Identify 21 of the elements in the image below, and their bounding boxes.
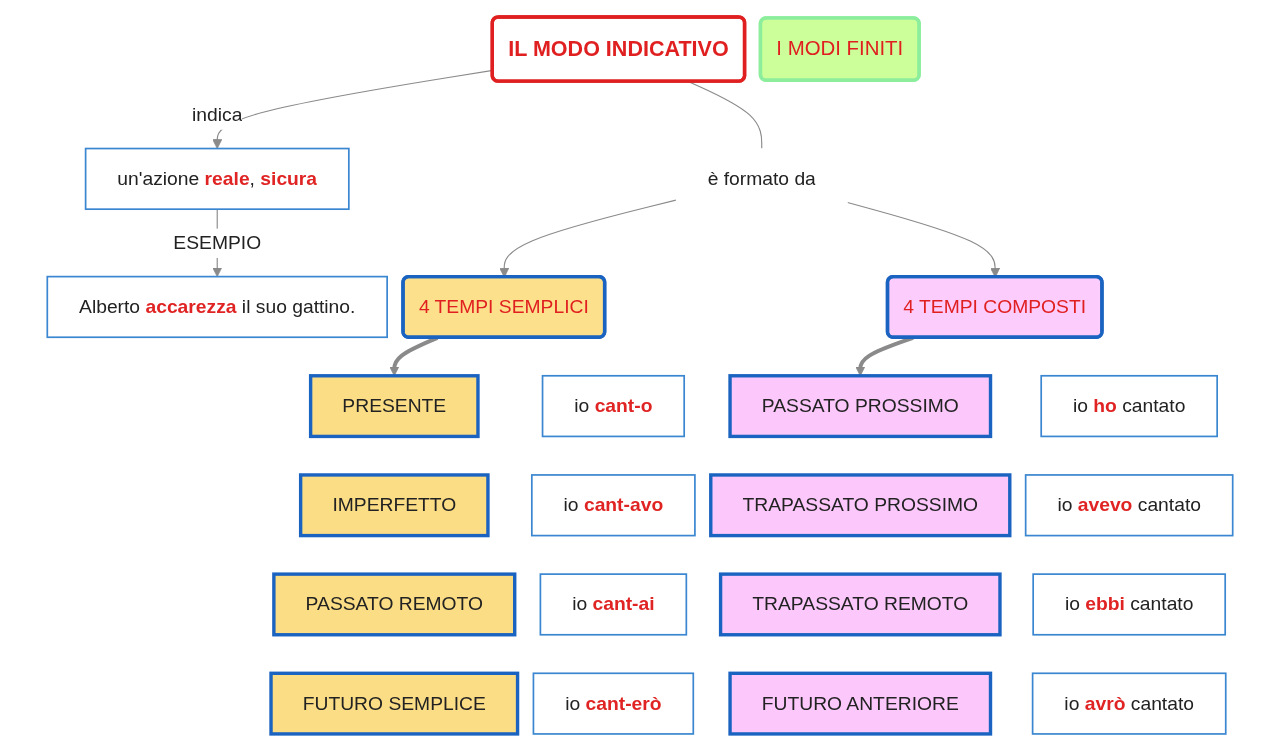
edge-label: ESEMPIO [173,231,262,254]
node-box: PASSATO PROSSIMO [728,374,993,439]
node-box: TRAPASSATO REMOTO [718,572,1002,637]
node-text: è formato da [707,167,816,190]
node-box: PRESENTE [308,374,480,439]
node-box: io cant-o [541,374,686,438]
node-box: FUTURO SEMPLICE [269,671,520,736]
node-box: un'azione reale, sicura [84,147,350,211]
node-box: io avevo cantato [1024,474,1234,537]
node-box: Alberto accarezza il suo gattino. [46,275,388,339]
node-box: IMPERFETTO [298,473,490,538]
node-box: FUTURO ANTERIORE [728,671,993,736]
node-box: io ebbi cantato [1032,573,1227,636]
node-box: io ho cantato [1040,374,1218,438]
node-box: io avrò cantato [1031,672,1227,735]
node-box: TRAPASSATO PROSSIMO [709,473,1012,538]
edge-label: indica [192,103,243,126]
node-box: io cant-ai [539,573,688,636]
node-box: io cant-avo [530,474,696,537]
node-box: PASSATO REMOTO [272,572,517,637]
node-box: io cant-erò [532,672,695,735]
